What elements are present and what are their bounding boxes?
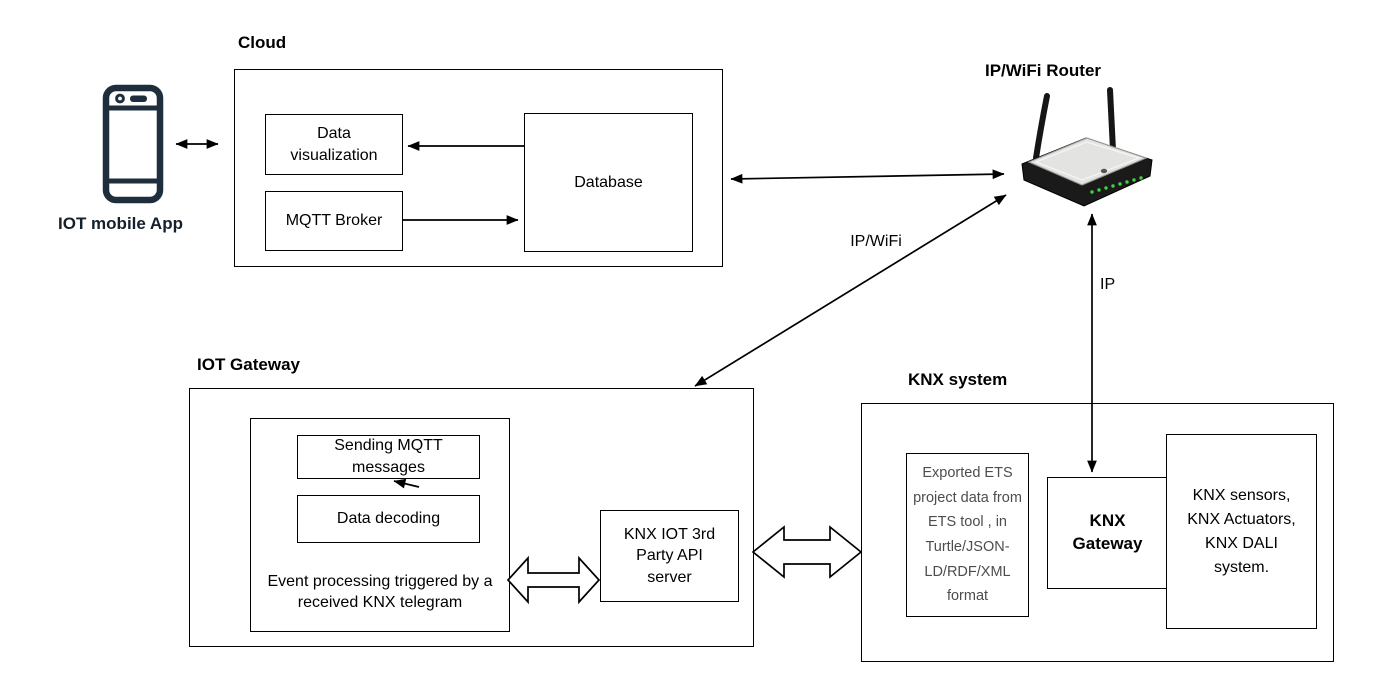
arrow-router-iot-gateway — [694, 194, 1007, 387]
data-visualization-box: Data visualization — [265, 114, 403, 175]
mqtt-broker-box: MQTT Broker — [265, 191, 403, 251]
mobile-app-label: IOT mobile App — [58, 214, 183, 233]
ip-link-label: IP — [1100, 276, 1116, 293]
router-led-strip — [1090, 176, 1143, 194]
database-label: Database — [574, 173, 643, 191]
iot-gateway-label: IOT Gateway — [197, 355, 300, 374]
arrow-cloud-router — [730, 169, 1005, 184]
wifi-router-icon — [1021, 87, 1153, 207]
knx-devices-box: KNX sensors, KNX Actuators, KNX DALI sys… — [1166, 434, 1317, 629]
block-arrow-gateway-knx-system — [751, 525, 863, 579]
knx-system-label: KNX system — [908, 370, 1008, 389]
exported-ets-box: Exported ETS project data from ETS tool … — [906, 453, 1029, 617]
event-processing-box — [250, 418, 510, 632]
knx-devices-label: KNX sensors, KNX Actuators, KNX DALI sys… — [1187, 486, 1296, 576]
exported-ets-label: Exported ETS project data from ETS tool … — [913, 465, 1022, 605]
knx-gateway-box: KNX Gateway — [1047, 477, 1168, 589]
database-box: Database — [524, 113, 693, 252]
data-visualization-label: Data visualization — [290, 124, 378, 164]
knx-gateway-label: KNX Gateway — [1072, 511, 1143, 553]
event-processing-text: Event processing triggered by a received… — [267, 573, 493, 611]
data-decoding-box: Data decoding — [297, 495, 480, 543]
cloud-group-box — [234, 69, 723, 267]
mqtt-broker-label: MQTT Broker — [285, 212, 383, 230]
data-decoding-label: Data decoding — [336, 510, 441, 528]
knx-api-server-box: KNX IOT 3rd Party API server — [600, 510, 739, 602]
knx-api-server-label: KNX IOT 3rd Party API server — [623, 525, 716, 586]
router-label: IP/WiFi Router — [985, 61, 1102, 80]
cloud-label: Cloud — [238, 33, 287, 52]
sending-mqtt-box: Sending MQTT messages — [297, 435, 480, 479]
ip-wifi-link-label: IP/WiFi — [850, 233, 902, 250]
mobile-phone-icon — [102, 84, 164, 204]
sending-mqtt-label: Sending MQTT messages — [334, 437, 443, 476]
iot-gateway-box — [189, 388, 754, 647]
